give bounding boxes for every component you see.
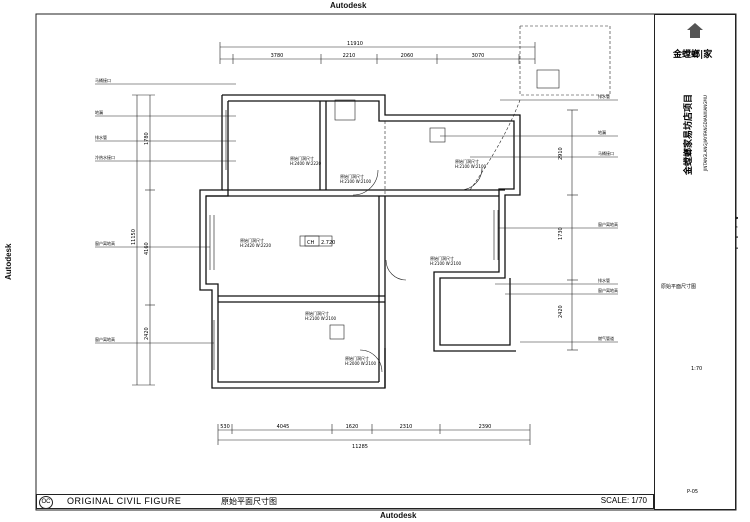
callout-left-6: 窗户离地高	[95, 336, 115, 342]
left-callouts	[95, 83, 236, 344]
callout-right-2: 地漏	[598, 129, 606, 135]
callout-right-1: 排水管	[598, 93, 610, 99]
drawing-name: 原始平面尺寸图	[661, 284, 697, 290]
windows	[209, 110, 499, 370]
callout-left-5: 窗户离地高	[95, 240, 115, 246]
callout-right-5: 排水管	[598, 277, 610, 283]
fixtures	[299, 69, 560, 340]
room-label-4: 原始门洞尺寸	[455, 158, 479, 164]
walls	[199, 94, 521, 389]
room-label-5: 原始门洞尺寸	[430, 255, 454, 261]
dim-bottom-3: 1620	[346, 424, 359, 430]
room-label-3: 原始门洞尺寸	[340, 173, 364, 179]
drawing-scale: SCALE: 1/70	[600, 496, 647, 505]
dim-right-2: 1730	[558, 227, 564, 240]
callout-left-1: 马桶接口	[95, 77, 111, 83]
dim-top-total: 11910	[347, 41, 363, 47]
room-value-4: H:2100 W:2100	[455, 164, 487, 169]
watermark-bottom: Autodesk	[380, 511, 417, 520]
house-icon	[687, 23, 703, 38]
room-label-1: 原始门洞尺寸	[240, 237, 264, 243]
ceiling-tag-value: 2.720	[321, 240, 335, 246]
room-label-7: 原始门洞尺寸	[345, 355, 369, 361]
dim-left-total: 11150	[131, 229, 137, 245]
room-value-7: H:2000 W:2100	[345, 361, 377, 366]
right-dimensions	[567, 109, 578, 351]
door-swings	[352, 167, 483, 373]
callout-right-4: 窗户离地高	[598, 221, 618, 227]
ceiling-tag-box	[304, 235, 320, 247]
balcony-outline	[384, 25, 611, 196]
drawing-title-en: ORIGINAL CIVIL FIGURE	[67, 496, 182, 506]
top-dimensions	[219, 42, 536, 64]
dim-bottom-total: 11285	[352, 444, 368, 450]
room-value-3: H:2100 W:2100	[340, 179, 372, 184]
dim-left-3: 2420	[144, 327, 150, 340]
left-dimensions	[132, 94, 155, 386]
callout-left-4: 冷热水接口	[95, 154, 115, 160]
callout-left-3: 排水管	[95, 134, 107, 140]
room-value-5: H:2100 W:2100	[430, 261, 462, 266]
dim-right-3: 2420	[558, 305, 564, 318]
dim-bottom-4: 2310	[400, 424, 413, 430]
bottom-dimensions	[217, 424, 531, 445]
dim-top-4: 3070	[472, 53, 485, 59]
room-label-6: 原始门洞尺寸	[305, 310, 329, 316]
callout-right-7: 燃气管道	[598, 335, 614, 341]
drawing-title-cn: 原始平面尺寸图	[221, 497, 277, 506]
room-value-2: H:2400 W:2220	[290, 161, 322, 166]
callout-right-3: 马桶接口	[598, 150, 614, 156]
ceiling-tag-code: CH	[307, 240, 314, 246]
dim-bottom-2: 4045	[277, 424, 290, 430]
room-value-6: H:2100 W:2100	[305, 316, 337, 321]
dim-left-2: 4160	[144, 242, 150, 255]
dim-bottom-1: 530	[220, 424, 230, 430]
room-labels: 原始门洞尺寸 H:2420 W:2220 原始门洞尺寸 H:2400 W:222…	[240, 155, 487, 366]
room-label-2: 原始门洞尺寸	[290, 155, 314, 161]
dim-top-2: 2210	[343, 53, 356, 59]
dim-left-1: 1780	[144, 132, 150, 145]
drawing-badge: OC	[39, 496, 53, 509]
sheet-number: P-05	[687, 489, 699, 495]
dim-right-1: 2910	[558, 147, 564, 160]
brand-name: 金螳螂|家	[673, 50, 713, 60]
title-block-panel: 金螳螂|家 金螳螂家易坊店项目 JINTANGLANGJIAYIFANGDIAN…	[654, 14, 736, 510]
room-value-1: H:2420 W:2220	[240, 243, 272, 248]
brand-logo: 金螳螂|家	[659, 21, 731, 65]
drawing-title-bar: OC ORIGINAL CIVIL FIGURE 原始平面尺寸图 SCALE: …	[36, 494, 654, 509]
callout-right-6: 窗户离地高	[598, 287, 618, 293]
dim-top-3: 2060	[401, 53, 414, 59]
project-title-en: JINTANGLANGJIAYIFANGDIANXIANGMU	[703, 95, 708, 171]
watermark-top: Autodesk	[330, 1, 367, 10]
project-title: 金螳螂家易坊店项目	[684, 93, 694, 175]
right-callouts	[440, 99, 618, 343]
scale-value: 1:70	[691, 366, 703, 372]
sheet-border	[35, 13, 737, 511]
dim-bottom-5: 2390	[479, 424, 492, 430]
dim-top-1: 3780	[271, 53, 284, 59]
callout-left-2: 地漏	[95, 109, 103, 115]
